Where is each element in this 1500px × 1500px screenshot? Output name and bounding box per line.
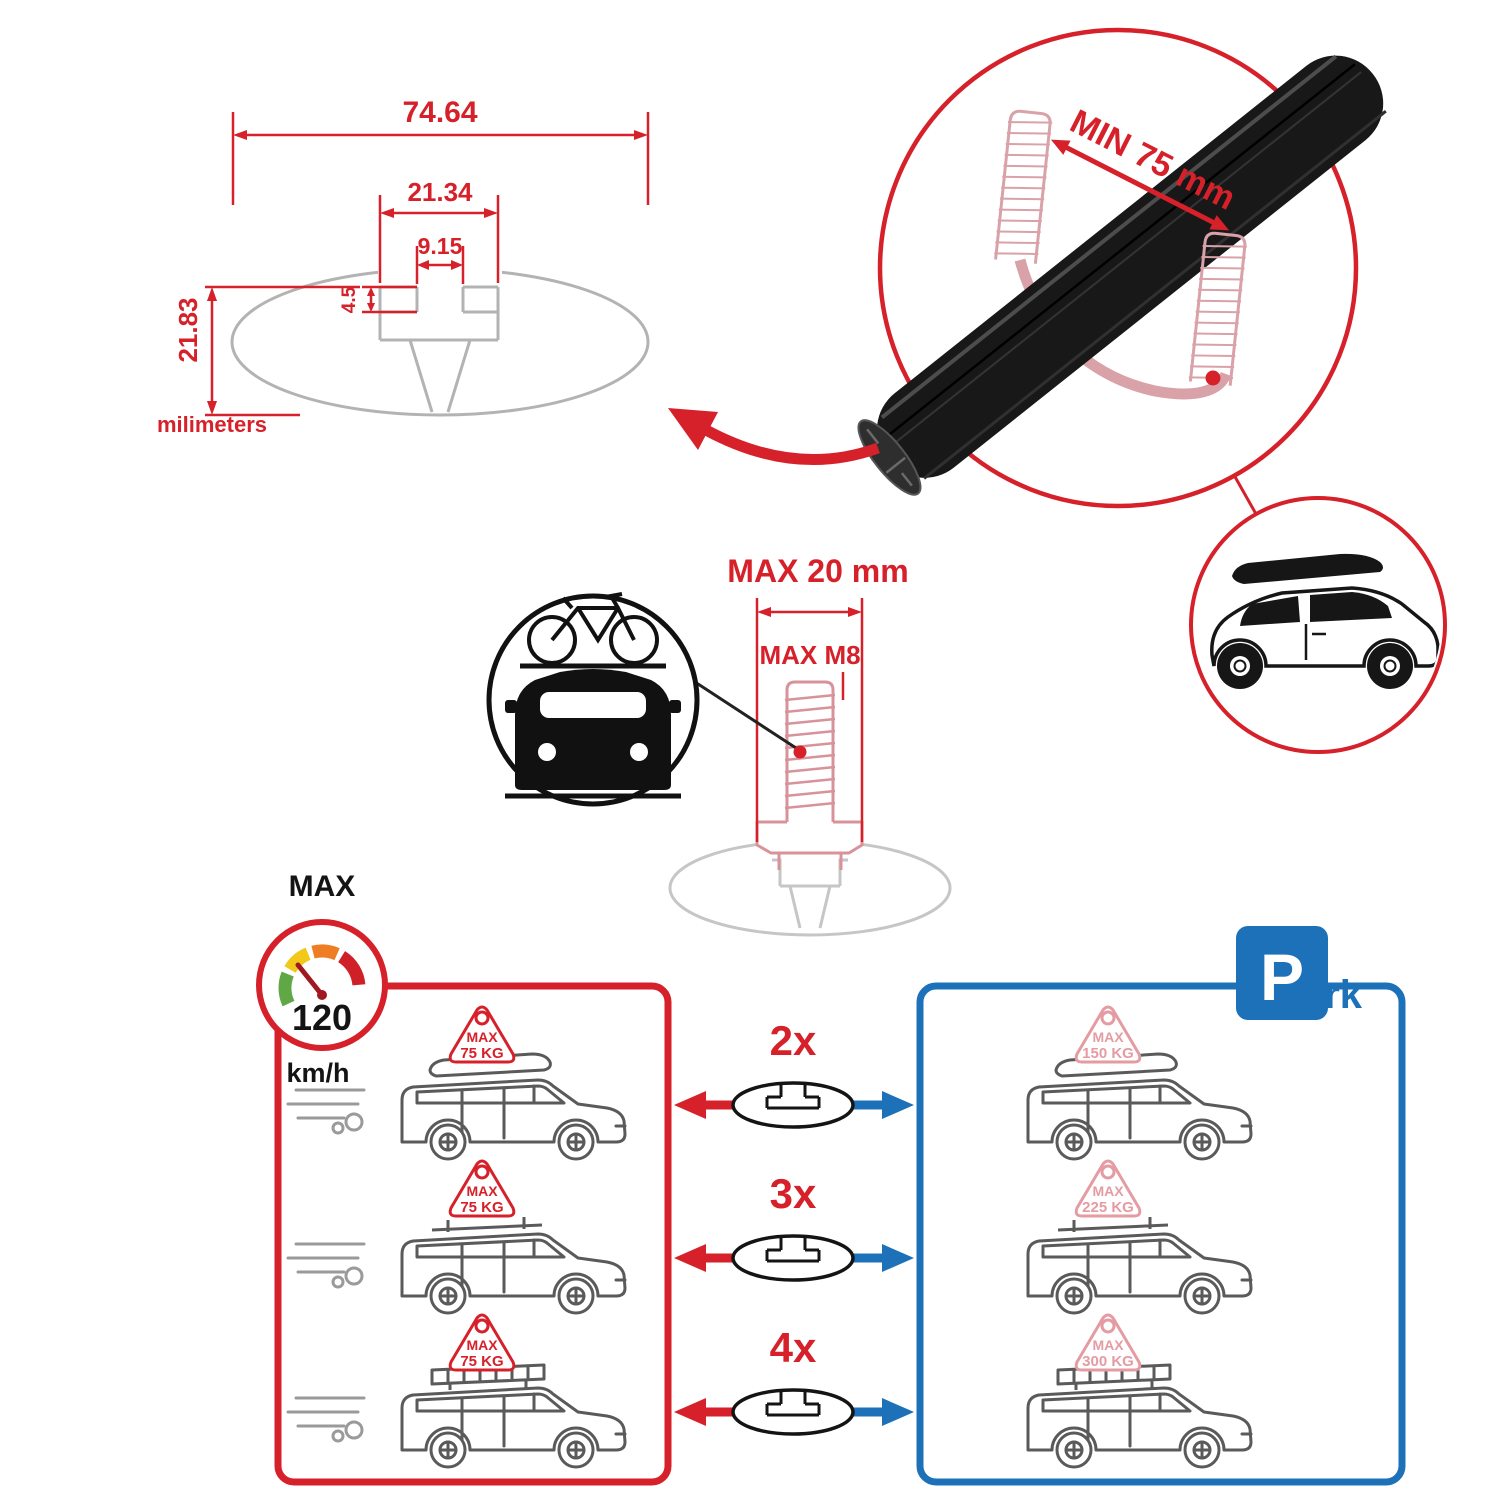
parking-sign: P ark [1236, 926, 1363, 1020]
bike-icon [527, 592, 659, 665]
car-front-icon [505, 669, 681, 799]
crossbar-section-icon [731, 1081, 855, 1129]
suv-roofbox-circle [1189, 496, 1447, 754]
max-thread-callout: MAX M8 [694, 640, 861, 759]
bar-count-row-4x: 4x [674, 1324, 914, 1436]
driving-car-row-2: MAX 75 KG [286, 1159, 627, 1315]
driving-car-row-3: MAX 75 KG [286, 1313, 627, 1469]
ghost-clamp-right-rod [1188, 231, 1247, 386]
multiplier-label: 4x [770, 1324, 817, 1371]
blue-arrowhead [882, 1398, 914, 1426]
red-arrowhead [674, 1398, 706, 1426]
bar-count-row-2x: 2x [674, 1017, 914, 1129]
red-arrowhead [674, 1091, 706, 1119]
driving-car-row-1: MAX 75 KG [286, 1005, 627, 1161]
badge-load-value: 300 KG [1082, 1353, 1134, 1370]
dim-total-width: 74.64 [231, 96, 650, 205]
parked-car-row-3: MAX 300 KG [1026, 1313, 1253, 1469]
suv-roofbox-icon [1210, 553, 1440, 689]
profile-slot-mask [378, 252, 502, 347]
bolt-leader-dot [793, 745, 807, 759]
parked-car-row-2: MAX 225 KG [1026, 1159, 1253, 1315]
load-badge: MAX 150 KG [1074, 1005, 1142, 1064]
parking-sign-letter: P [1260, 940, 1304, 1014]
max-width-label: MAX 20 mm [727, 553, 908, 589]
speed-value: 120 [292, 997, 352, 1038]
load-badge: MAX 300 KG [1074, 1313, 1142, 1372]
speed-limit-gauge: MAX 120 km/h [256, 870, 388, 1088]
badge-load-value: 75 KG [460, 1045, 503, 1062]
speed-units: km/h [286, 1058, 349, 1088]
dim-slot-width-value: 9.15 [418, 233, 463, 259]
crossbar-3d-detail: MIN 75 mm [668, 27, 1447, 754]
multiplier-label: 2x [770, 1017, 817, 1064]
dim-lip-depth: 4.5 [339, 285, 417, 314]
gauge-pivot [317, 990, 327, 1000]
crossbar-dimension-diagram: 74.64 21.34 9.15 4.5 21.83 [157, 96, 650, 437]
load-badge: MAX 225 KG [1074, 1159, 1142, 1218]
circle-connector-line [1232, 474, 1258, 515]
badge-max-label: MAX [1092, 1029, 1124, 1045]
bolt-leader-line [694, 680, 797, 750]
parking-sign-square [1236, 926, 1328, 1020]
badge-max-label: MAX [1092, 1337, 1124, 1353]
blue-arrowhead [882, 1091, 914, 1119]
gauge-needle [295, 962, 325, 998]
load-badge: MAX 75 KG [448, 1005, 516, 1064]
crossbar-section-icon [731, 1388, 855, 1436]
ghost-profile [668, 839, 952, 937]
dim-total-height: 21.83 [173, 285, 360, 417]
max-thread-label: MAX M8 [759, 640, 860, 670]
badge-load-value: 75 KG [460, 1353, 503, 1370]
ghost-clamp-left-rod [994, 109, 1053, 264]
parking-sign-suffix: ark [1302, 973, 1363, 1017]
badge-load-value: 150 KG [1082, 1045, 1134, 1062]
units-label: milimeters [157, 412, 267, 437]
tbolt-dimension-diagram: MAX 20 mm MAX M8 [486, 553, 952, 937]
badge-max-label: MAX [466, 1337, 498, 1353]
blue-arrowhead [882, 1244, 914, 1272]
badge-load-value: 225 KG [1082, 1199, 1134, 1216]
t-bolt [755, 680, 864, 870]
dim-channel-width: 21.34 [378, 177, 500, 283]
dim-slot-width: 9.15 [415, 233, 465, 284]
crossbar-section-icon [731, 1234, 855, 1282]
parked-car-row-1: MAX 150 KG [1026, 1005, 1253, 1161]
max-width-dimension: MAX 20 mm [727, 553, 909, 842]
dim-lip-depth-value: 4.5 [339, 286, 360, 313]
badge-max-label: MAX [1092, 1183, 1124, 1199]
badge-load-value: 75 KG [460, 1199, 503, 1216]
red-arrowhead [674, 1244, 706, 1272]
load-badge: MAX 75 KG [448, 1159, 516, 1218]
gauge-arcs [278, 944, 366, 1007]
multiplier-label: 3x [770, 1170, 817, 1217]
bar-count-row-3x: 3x [674, 1170, 914, 1282]
load-badge: MAX 75 KG [448, 1313, 516, 1372]
car-bike-circle [486, 592, 700, 807]
crossbar-bar [857, 54, 1387, 496]
dim-total-width-value: 74.64 [402, 96, 477, 129]
dim-total-height-value: 21.83 [173, 297, 203, 362]
badge-max-label: MAX [466, 1183, 498, 1199]
dim-channel-width-value: 21.34 [407, 177, 473, 207]
badge-max-label: MAX [466, 1029, 498, 1045]
speedometer-icon [256, 919, 388, 1051]
speed-max-label: MAX [289, 870, 356, 903]
curved-pointer-arrow [668, 408, 880, 465]
clamp-point-dot [1205, 370, 1221, 386]
